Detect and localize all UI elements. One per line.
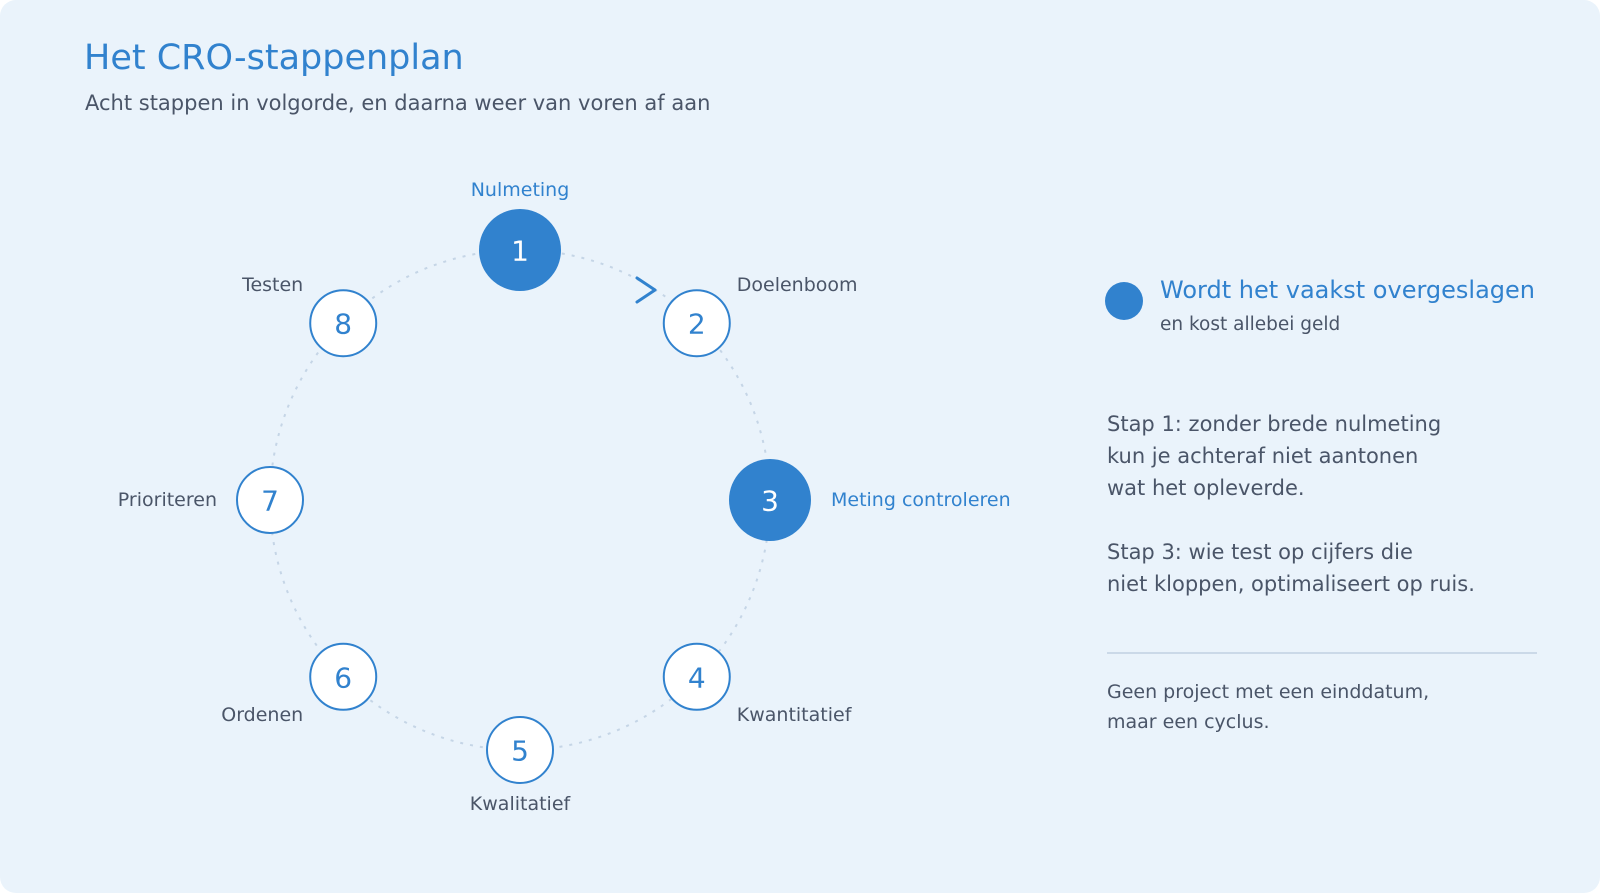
cycle-step-3: 3 Meting controleren <box>729 459 1011 541</box>
step-node <box>486 716 554 784</box>
step-node <box>236 466 304 534</box>
step-number: 3 <box>761 485 779 518</box>
step-label: Doelenboom <box>737 274 858 296</box>
step-number: 5 <box>511 735 529 768</box>
footer-line: maar een cyclus. <box>1107 711 1270 733</box>
step-label: Nulmeting <box>471 179 570 201</box>
step-number: 6 <box>334 661 352 694</box>
legend-title: Wordt het vaakst overgeslagen <box>1160 276 1535 304</box>
step-label: Prioriteren <box>118 489 217 511</box>
footer-line: Geen project met een einddatum, <box>1107 681 1430 703</box>
note-line: Stap 3: wie test op cijfers die <box>1107 540 1413 564</box>
note-step1: Stap 1: zonder brede nulmeting kun je ac… <box>1107 408 1441 504</box>
step-label: Kwantitatief <box>737 704 853 726</box>
step-number: 7 <box>261 485 279 518</box>
cycle-step-7: 7 Prioriteren <box>118 466 304 534</box>
step-node <box>662 289 731 358</box>
step-node <box>662 642 731 711</box>
step-number: 1 <box>511 235 529 268</box>
step-node <box>309 289 378 358</box>
cycle-step-8: 8 Testen <box>241 274 378 358</box>
step-number: 4 <box>688 661 706 694</box>
step-number: 2 <box>688 308 706 341</box>
page-subtitle: Acht stappen in volgorde, en daarna weer… <box>85 91 711 115</box>
page-title: Het CRO-stappenplan <box>84 38 464 78</box>
step-label: Ordenen <box>221 704 303 726</box>
footer-note: Geen project met een einddatum, maar een… <box>1107 677 1429 737</box>
note-step3: Stap 3: wie test op cijfers die niet klo… <box>1107 536 1475 600</box>
note-line: kun je achteraf niet aantonen <box>1107 444 1419 468</box>
cycle-diagram: 1 Nulmeting 2 Doelenboom 3 Meting controleren… <box>118 179 1011 815</box>
cycle-steps: 1 Nulmeting 2 Doelenboom 3 Meting controleren… <box>118 179 1011 815</box>
divider <box>1107 652 1537 654</box>
legend-subtitle: en kost allebei geld <box>1160 314 1341 335</box>
step-node <box>729 459 811 541</box>
note-line: Stap 1: zonder brede nulmeting <box>1107 412 1442 436</box>
step-label: Kwalitatief <box>470 793 572 815</box>
step-node <box>479 209 561 291</box>
direction-arrow-icon <box>635 276 657 304</box>
cycle-step-2: 2 Doelenboom <box>662 274 858 358</box>
step-number: 8 <box>334 308 352 341</box>
note-line: wat het opleverde. <box>1107 476 1305 500</box>
legend-dot-icon <box>1105 282 1143 320</box>
step-node <box>309 642 378 711</box>
cycle-step-1: 1 Nulmeting <box>471 179 570 291</box>
note-line: niet kloppen, optimaliseert op ruis. <box>1107 572 1475 596</box>
step-label: Testen <box>241 274 303 296</box>
step-label: Meting controleren <box>831 489 1011 511</box>
